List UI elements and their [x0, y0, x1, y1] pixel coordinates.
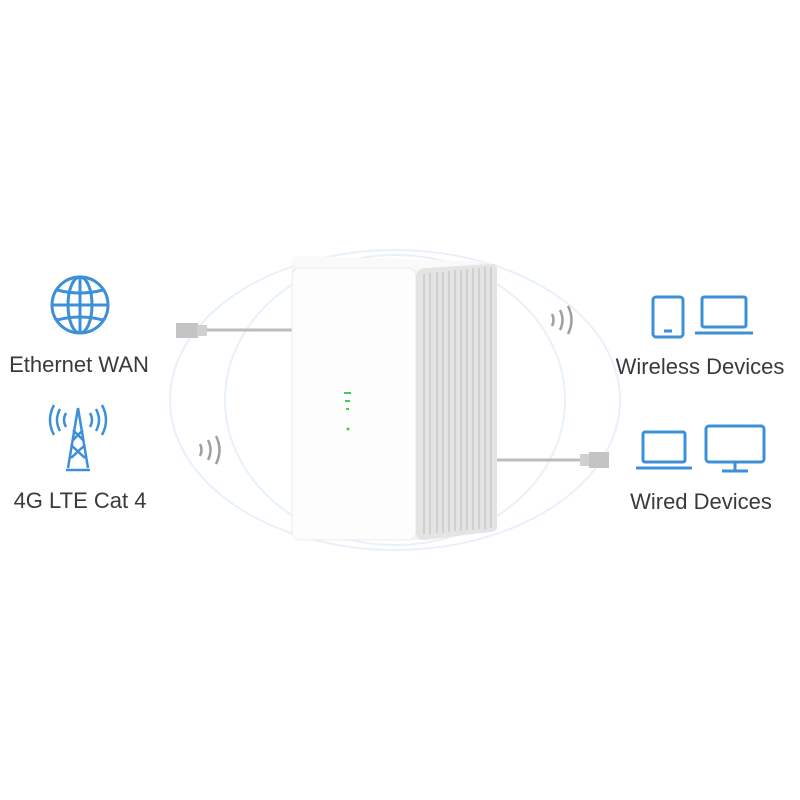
wireless-signal-icon-right: [550, 305, 573, 335]
tablet-icon: [651, 295, 685, 339]
wired-devices-label: Wired Devices: [630, 489, 772, 514]
wired-laptop-icon: [636, 430, 692, 470]
status-leds: [344, 392, 351, 431]
ethernet-cable-left: [176, 323, 292, 338]
ethernet-cable-right: [497, 452, 609, 468]
cell-tower-icon: [48, 404, 108, 472]
globe-icon: [50, 275, 110, 335]
router-image: [291, 256, 497, 541]
monitor-icon: [704, 424, 766, 473]
ethernet-wan-label: Ethernet WAN: [9, 352, 149, 377]
wireless-signal-icon-left: [198, 435, 221, 465]
lte-label: 4G LTE Cat 4: [13, 488, 147, 513]
laptop-icon: [695, 295, 753, 335]
coverage-arcs: [169, 249, 621, 551]
wireless-devices-label: Wireless Devices: [615, 354, 785, 379]
